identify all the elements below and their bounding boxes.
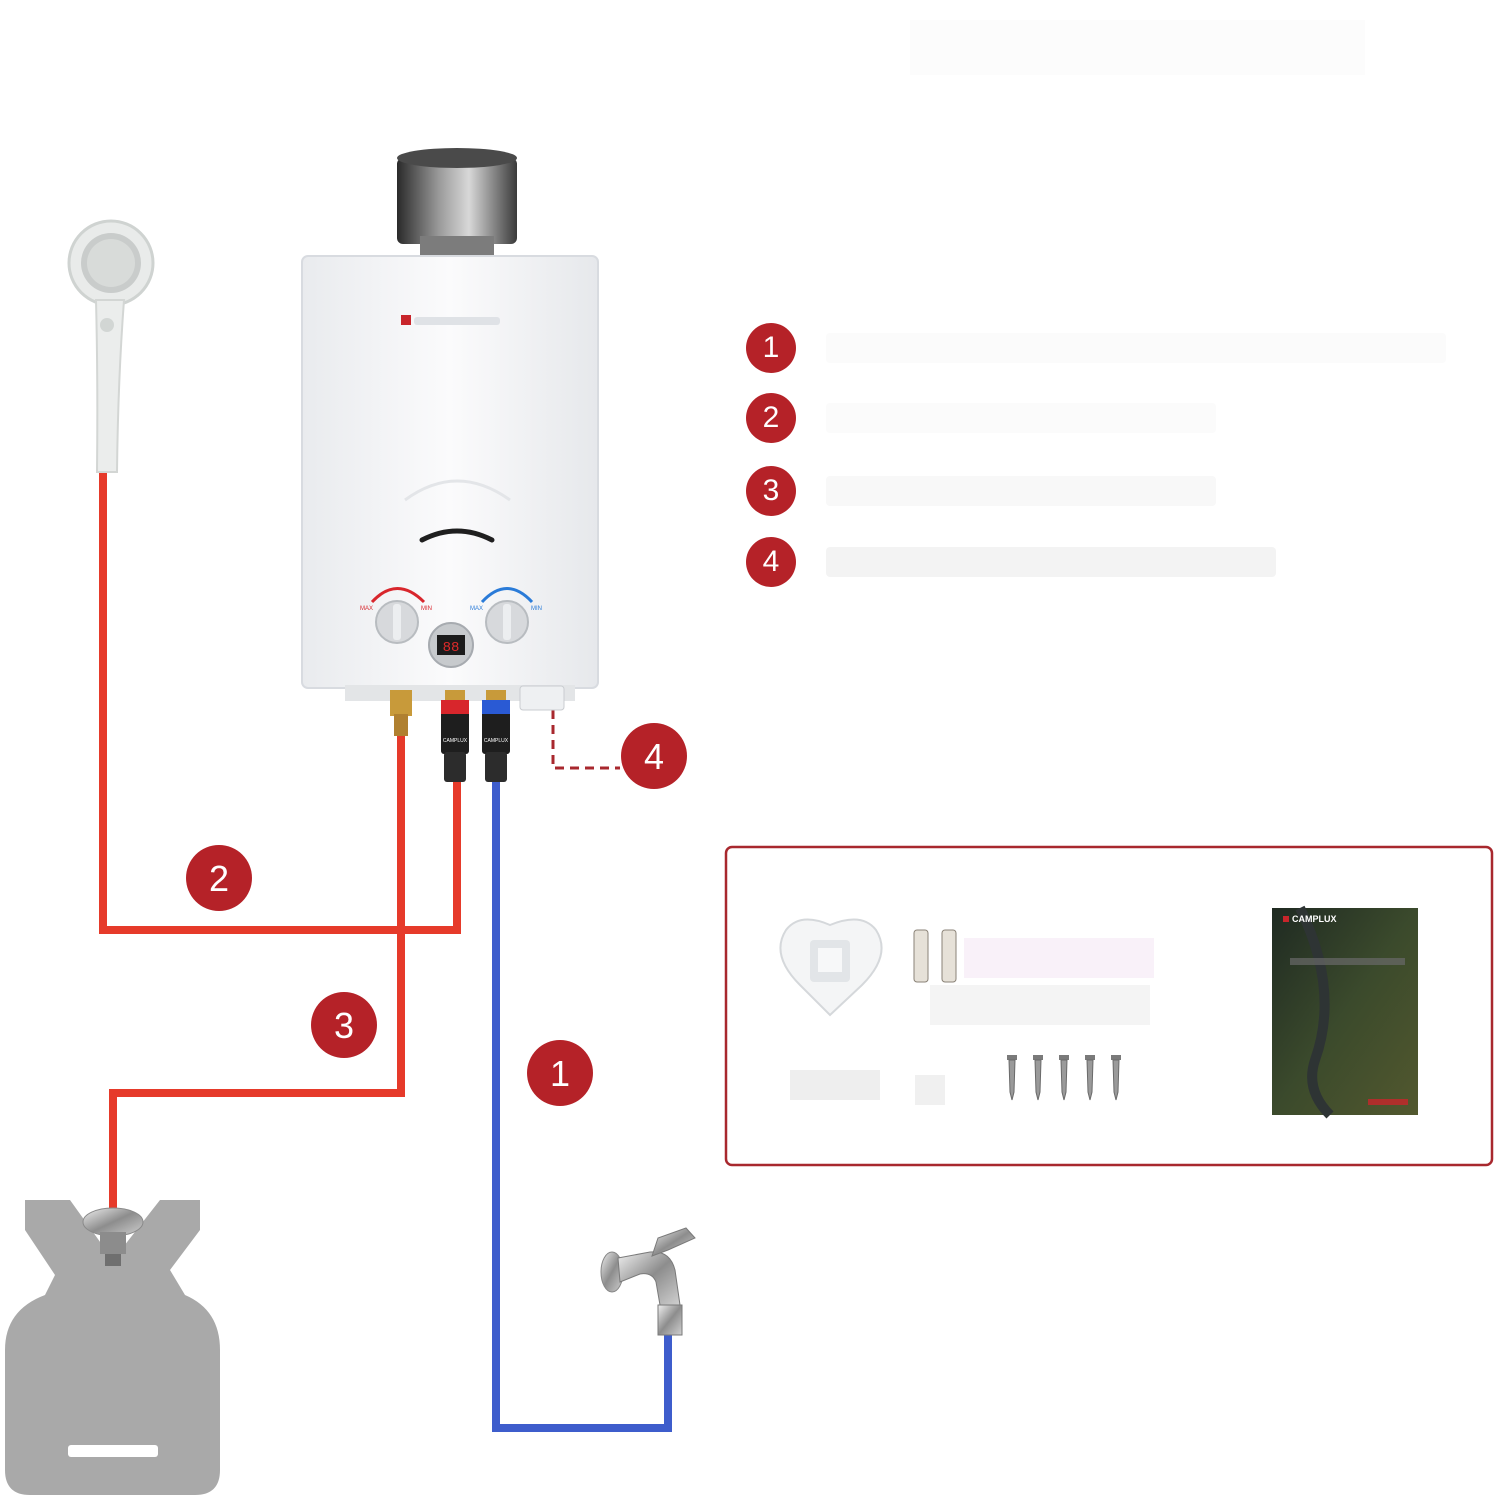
screw-body bbox=[1086, 1059, 1094, 1101]
screw-head bbox=[1059, 1055, 1069, 1060]
right-knob-max-label: MAX bbox=[470, 606, 483, 612]
screw-head bbox=[1111, 1055, 1121, 1060]
screw-head bbox=[1085, 1055, 1095, 1060]
badge-gas-inlet: 3 bbox=[311, 992, 377, 1058]
cold-fitting-brand: CAMPLUX bbox=[484, 738, 509, 744]
hot-fitting-brand: CAMPLUX bbox=[443, 738, 468, 744]
badge-water-inlet-number: 1 bbox=[550, 1053, 570, 1094]
legend-text-1-redacted bbox=[826, 333, 1446, 363]
badge-shower-outlet: 2 bbox=[186, 845, 252, 911]
right-knob-min-label: MIN bbox=[531, 606, 542, 612]
screw-head bbox=[1007, 1055, 1017, 1060]
legend-badge-1: 1 bbox=[746, 323, 796, 373]
shower-head-icon bbox=[67, 219, 155, 473]
pipes bbox=[99, 472, 672, 1432]
manual-icon: CAMPLUX bbox=[1272, 905, 1418, 1119]
legend-text-3-redacted bbox=[826, 476, 1216, 506]
drain-line bbox=[551, 710, 620, 770]
badge-gas-inlet-number: 3 bbox=[334, 1005, 354, 1046]
water-heater-icon: MAX MIN MAX MIN 88 CAMPLUX CAMPLUX bbox=[301, 148, 599, 782]
left-knob-min-label: MIN bbox=[421, 606, 432, 612]
legend-text-2-redacted bbox=[826, 403, 1216, 433]
screw-body bbox=[1060, 1059, 1068, 1101]
faucet-icon bbox=[600, 1227, 696, 1336]
screw-head bbox=[1033, 1055, 1043, 1060]
cold-water-line bbox=[492, 780, 672, 1432]
screw-body bbox=[1112, 1059, 1120, 1101]
shower-holder-icon bbox=[779, 918, 883, 1017]
header-redacted bbox=[910, 20, 1365, 75]
left-knob-max-label: MAX bbox=[360, 606, 373, 612]
manual-brand: CAMPLUX bbox=[1292, 914, 1337, 924]
gas-tank-icon bbox=[5, 1200, 220, 1495]
hot-water-line bbox=[99, 472, 461, 934]
badge-drain-number: 4 bbox=[644, 736, 664, 777]
temperature-display: 88 bbox=[443, 640, 460, 656]
gas-line bbox=[109, 735, 405, 1215]
legend-badge-4: 4 bbox=[746, 537, 796, 587]
regulator-icon bbox=[82, 1207, 144, 1266]
wall-plug-icon bbox=[790, 929, 1154, 1105]
badge-shower-outlet-number: 2 bbox=[209, 858, 229, 899]
badge-water-inlet: 1 bbox=[527, 1040, 593, 1106]
screw-body bbox=[1034, 1059, 1042, 1101]
legend-badge-3: 3 bbox=[746, 466, 796, 516]
screw-icon bbox=[1007, 1055, 1121, 1101]
accessories-box bbox=[724, 845, 1494, 1167]
legend-badge-2: 2 bbox=[746, 393, 796, 443]
legend-text-4-redacted bbox=[826, 547, 1276, 577]
screw-body bbox=[1008, 1059, 1016, 1101]
badge-drain: 4 bbox=[621, 723, 687, 789]
